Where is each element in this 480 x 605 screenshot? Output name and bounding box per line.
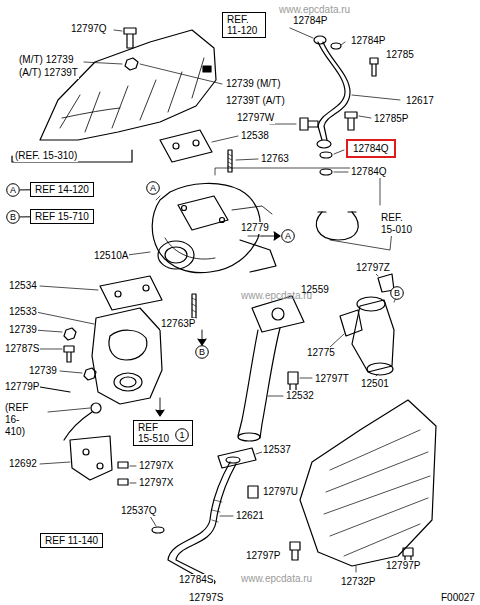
callout-number: 12797U — [262, 486, 299, 498]
callout-number: 12785 — [385, 49, 415, 61]
highlighted-callout-box: 12784Q — [346, 139, 396, 158]
callout-number: 12763P — [160, 318, 196, 330]
callout-number: 12797T — [314, 373, 350, 385]
reference-text: REF 14-120 — [35, 184, 89, 195]
callout-number: 12784P — [350, 35, 386, 47]
callout-number: 12797S — [188, 592, 224, 604]
callout-number: 12785P — [373, 113, 409, 125]
reference-box: REF 14-120 — [30, 182, 94, 197]
reference-circle: A — [146, 181, 160, 195]
circle-letter: A — [6, 183, 20, 197]
circle-letter: 1 — [175, 428, 189, 442]
callout-number: 12621 — [235, 510, 265, 522]
callout-number: 12797P — [385, 560, 421, 572]
callout-number: (M/T) 12739 — [18, 54, 74, 66]
callout-number: 12797Q — [70, 23, 108, 35]
circle-letter: B — [195, 345, 209, 359]
callout-number: 12797X — [138, 460, 174, 472]
callout-number: 12537Q — [120, 505, 158, 517]
reference-box: REF 15-5101 — [133, 420, 193, 446]
callout-number: 12532 — [285, 390, 315, 402]
circle-letter: A — [146, 181, 160, 195]
reference-text: REF 15-510 — [138, 422, 172, 444]
callout-number: 12797Z — [355, 262, 391, 274]
reference-box: REF 11-140 — [40, 533, 103, 548]
callout-number: 12763 — [260, 153, 290, 165]
callout-number: 12617 — [405, 95, 435, 107]
callout-number: 12787S — [4, 343, 40, 355]
watermark: www.epcdata.ru — [240, 573, 313, 585]
callout-number: F00027 — [440, 592, 476, 604]
circle-letter: A — [281, 229, 295, 243]
watermark: www.epcdata.ru — [240, 290, 313, 302]
callout-number: 12779P — [4, 381, 40, 393]
reference-box: REF. 11-120 — [222, 12, 266, 38]
reference-text: REF 11-140 — [45, 535, 98, 546]
callout-number: 12739 — [8, 324, 38, 336]
callout-number: 12537 — [262, 444, 292, 456]
callout-number: 12739 — [28, 365, 58, 377]
reference-text: REF. 11-120 — [227, 14, 261, 36]
reference-circle: B — [390, 286, 404, 300]
callout-number: 12501 — [360, 378, 390, 390]
callout-number: 12784S — [178, 574, 214, 586]
callout-number: 12739 (M/T) — [225, 78, 281, 90]
callout-number: (A/T) 12739T — [18, 67, 79, 79]
reference-label: REF. 15-010 — [380, 212, 416, 236]
reference-circle: B — [195, 345, 209, 359]
callout-number: 12739T (A/T) — [225, 95, 286, 107]
reference-box: REF 15-710 — [30, 209, 94, 224]
callout-number: 12784Q — [350, 166, 388, 178]
callout-number: 12692 — [8, 458, 38, 470]
callout-number: 12538 — [240, 130, 270, 142]
callout-number: 12510A — [93, 250, 129, 262]
reference-text: 12784Q — [353, 143, 389, 154]
callout-number: 12779 — [240, 222, 270, 234]
callout-number: 12534 — [8, 280, 38, 292]
callout-number: 12533 — [8, 306, 38, 318]
reference-label: (REF 16-410) — [4, 402, 40, 438]
sheet-circle: 1 — [175, 428, 189, 442]
callout-number: 12732P — [340, 576, 376, 588]
callout-number: 12797W — [236, 112, 275, 124]
callout-number: 12797X — [138, 477, 174, 489]
circle-letter: B — [6, 210, 20, 224]
connector-line — [20, 189, 30, 190]
reference-circle: A — [6, 183, 20, 197]
circle-letter: B — [390, 286, 404, 300]
callout-number: 12784P — [292, 15, 328, 27]
reference-circle: B — [6, 210, 20, 224]
callout-number: 12797P — [245, 550, 281, 562]
connector-line — [20, 216, 30, 217]
reference-text: REF 15-710 — [35, 211, 89, 222]
callout-number: 12775 — [306, 347, 336, 359]
reference-circle: A — [281, 229, 295, 243]
reference-label: (REF. 15-310) — [14, 150, 78, 162]
